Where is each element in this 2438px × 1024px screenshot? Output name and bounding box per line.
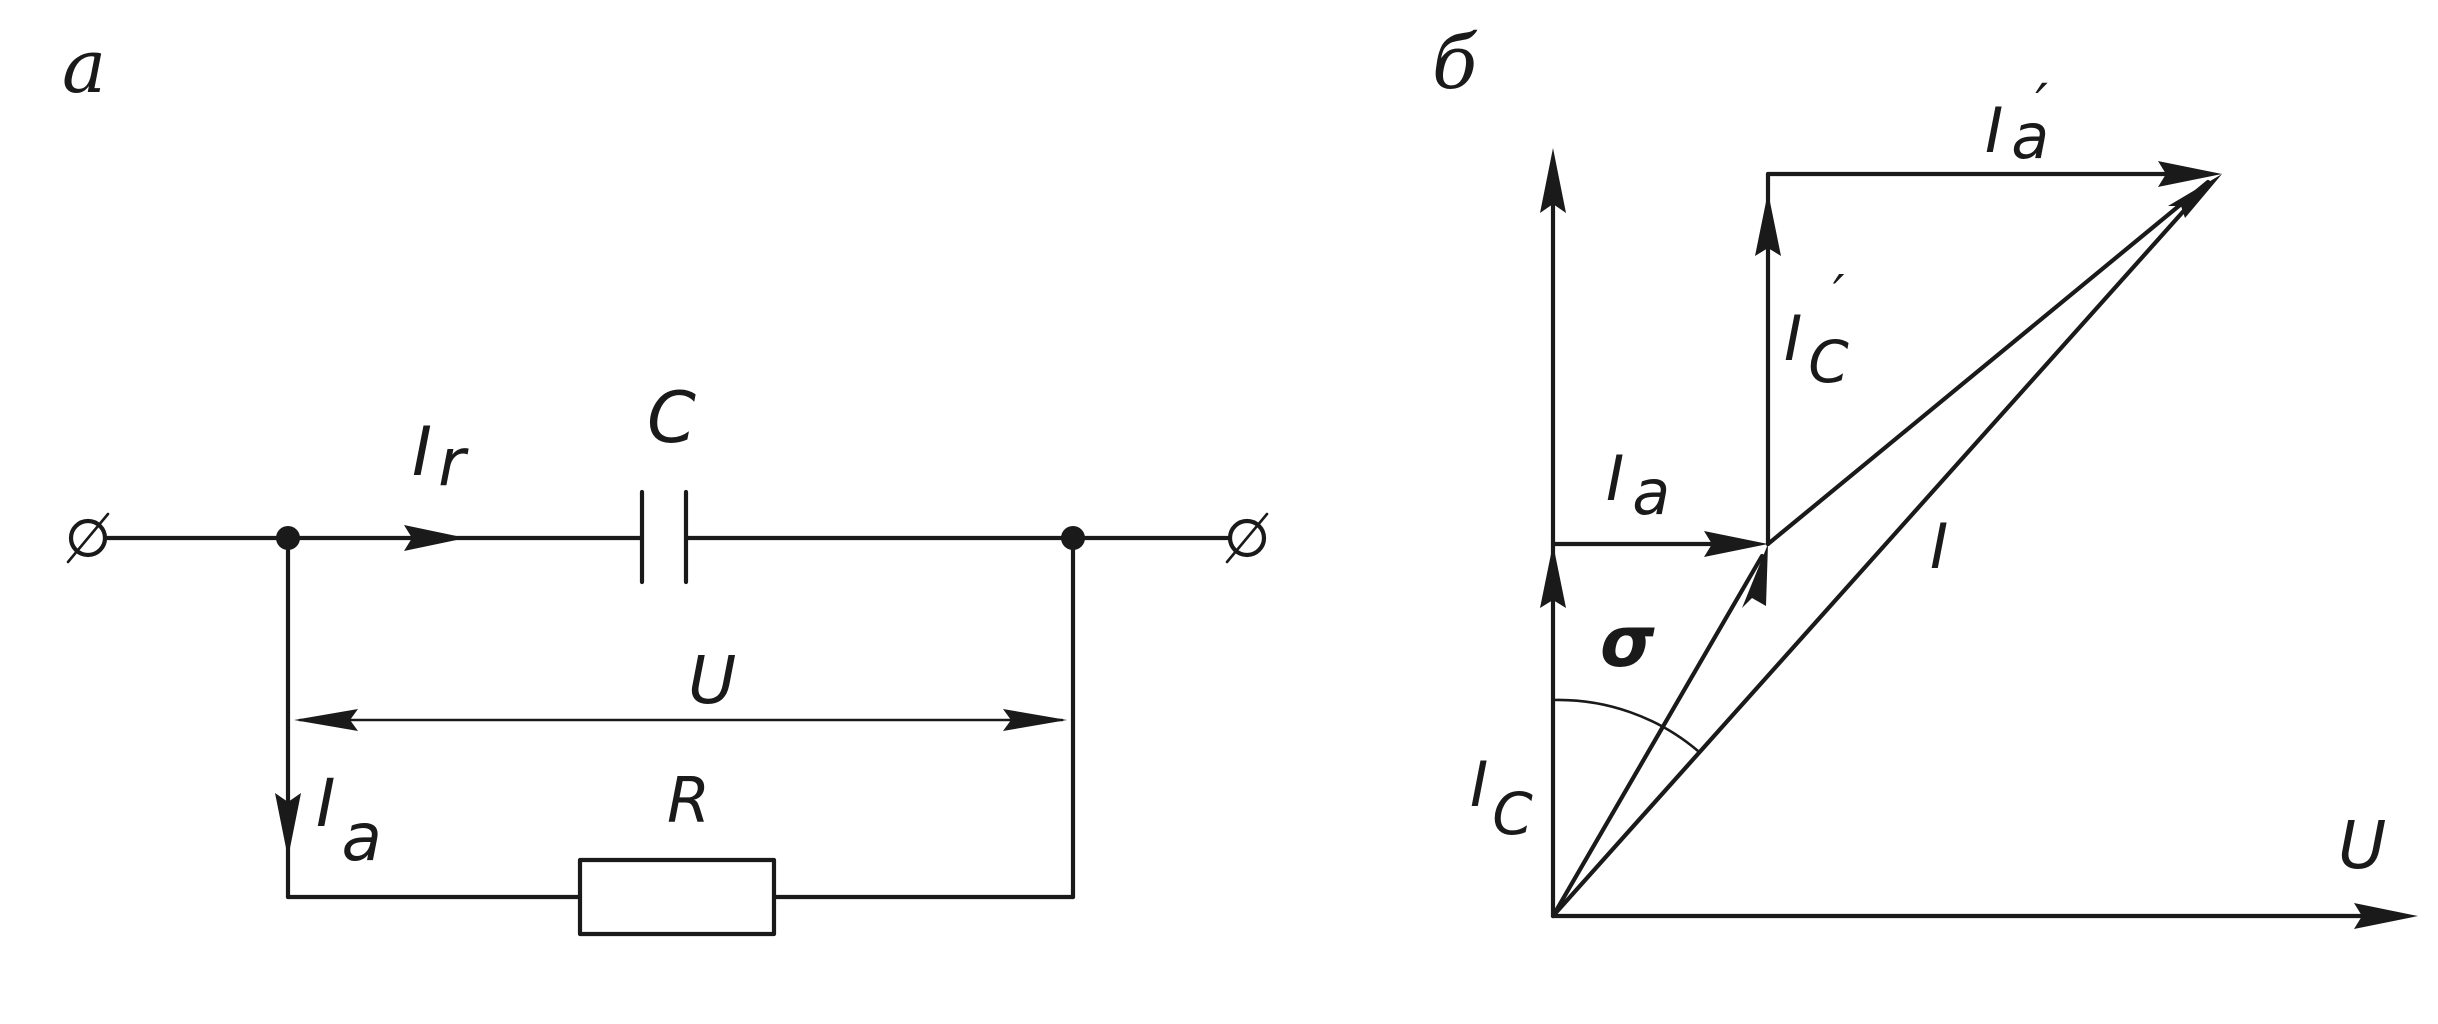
current-c-arrowhead: [1540, 544, 1566, 608]
angle-arc: [1551, 698, 1700, 753]
circuit-panel: а: [62, 24, 1269, 937]
resultant-small-vector: [1550, 553, 1765, 919]
label-resistor: R: [667, 764, 710, 837]
label-current-r: Ir: [412, 413, 469, 501]
vertical-axis-arrowhead: [1540, 148, 1566, 213]
current-a-arrowhead: [1704, 531, 1768, 557]
current-a-prime-arrowhead: [2158, 161, 2222, 187]
panel-letter-a: а: [62, 24, 106, 110]
right-terminal: [1225, 512, 1269, 564]
resultant-small-arrowhead: [1742, 544, 1768, 608]
label-angle: σ: [1600, 601, 1655, 683]
total-current-vector: [1550, 183, 2209, 919]
voltage-dimension: [294, 709, 1067, 731]
current-c-prime-arrowhead: [1755, 192, 1781, 256]
panel-letter-b: б: [1432, 20, 1478, 106]
label-total-current: I: [1930, 510, 1948, 583]
label-voltage: U: [688, 642, 736, 719]
capacitor: [639, 489, 689, 585]
horizontal-axis-arrowhead: [2354, 903, 2418, 929]
current-r-arrow: [404, 525, 466, 551]
label-current-c: IC: [1470, 748, 1533, 848]
current-a-arrow: [275, 793, 301, 858]
total-current-arrowhead: [2168, 174, 2222, 218]
left-terminal: [66, 512, 110, 564]
label-capacitor: C: [647, 377, 696, 459]
label-current-a: Ia: [316, 765, 382, 876]
label-voltage-axis: U: [2338, 807, 2386, 884]
resistor: [577, 857, 777, 937]
resultant-upper-vector: [1765, 179, 2211, 547]
